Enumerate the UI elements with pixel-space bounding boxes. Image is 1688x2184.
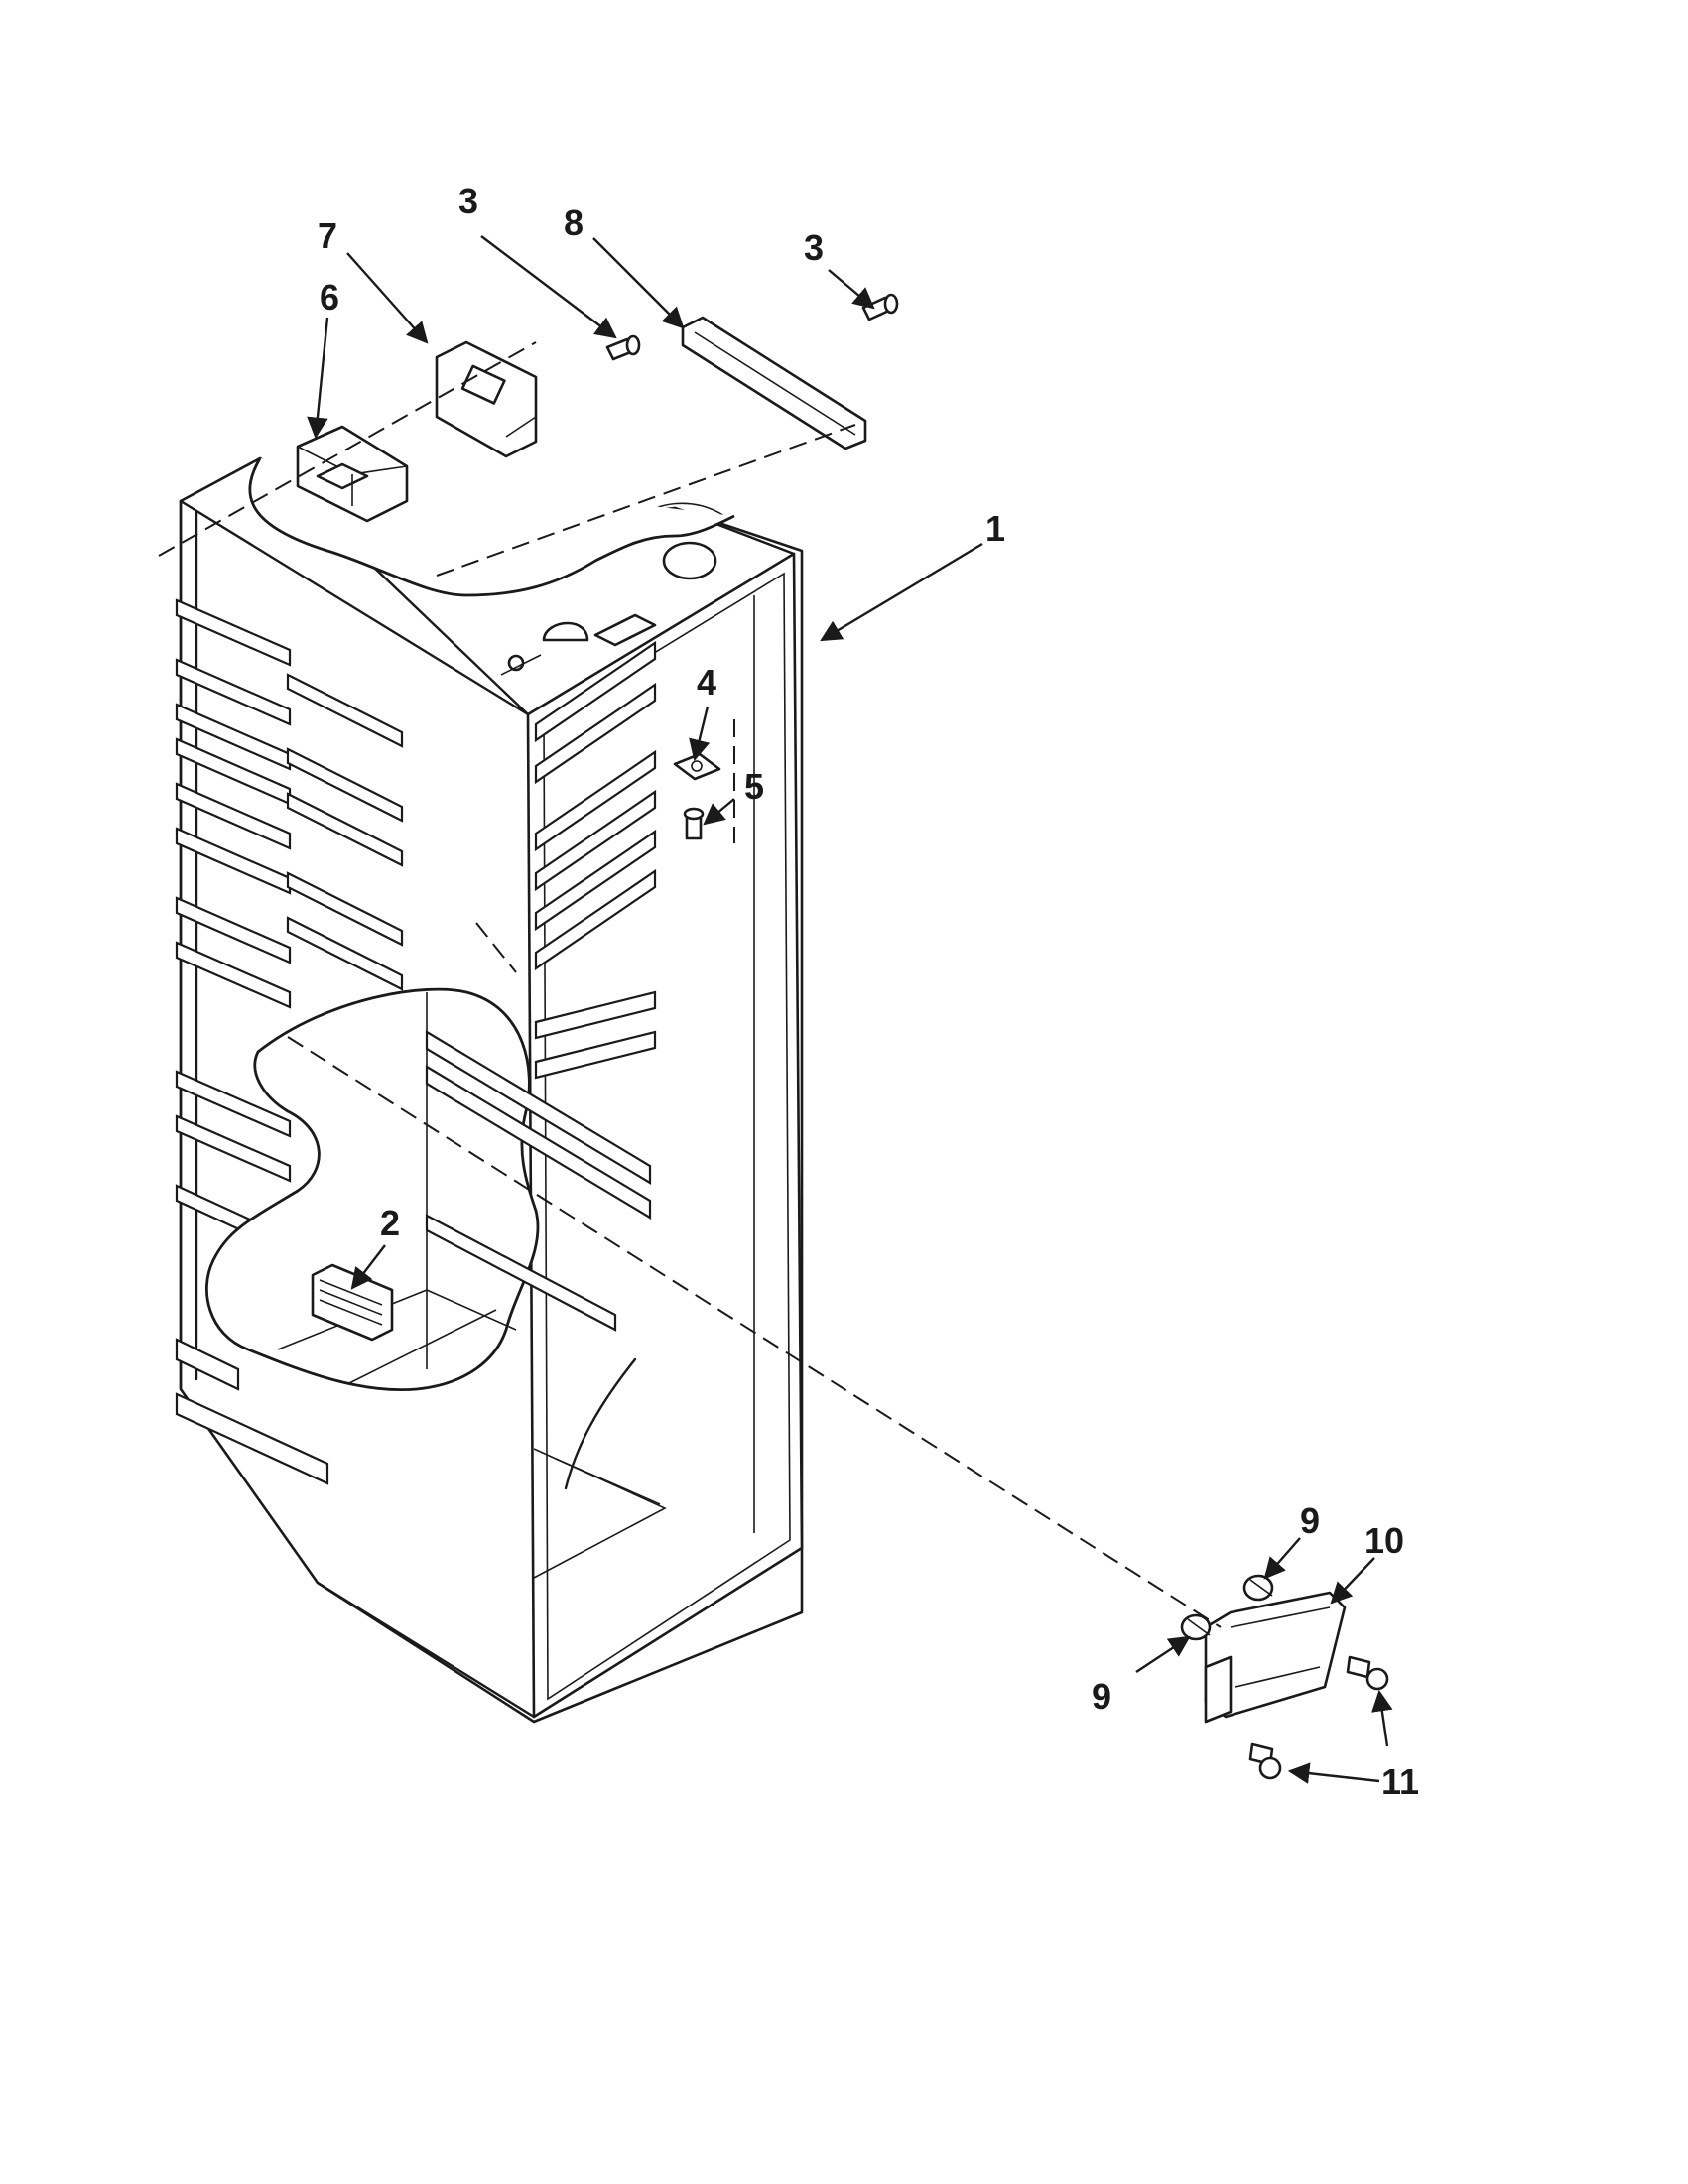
left-wall-shelf-ribs bbox=[175, 598, 329, 1485]
callout-6: 6 bbox=[320, 277, 339, 318]
callout-4: 4 bbox=[697, 662, 716, 703]
screw-part-3-left bbox=[605, 334, 641, 361]
screw-part-11-upper bbox=[1346, 1655, 1389, 1691]
callout-3-right: 3 bbox=[804, 227, 824, 268]
right-wall-shelf-rails bbox=[534, 640, 657, 1080]
screw-part-11-lower bbox=[1248, 1742, 1282, 1780]
control-housing-part-6 bbox=[296, 425, 409, 523]
callout-labels: 1 2 3 3 4 5 6 7 8 9 9 10 11 bbox=[318, 181, 1419, 1802]
callout-3-left: 3 bbox=[458, 181, 478, 221]
plug-part-9-lower bbox=[1180, 1613, 1212, 1641]
callout-8: 8 bbox=[564, 202, 584, 243]
callout-11: 11 bbox=[1381, 1761, 1419, 1802]
callout-2: 2 bbox=[380, 1203, 400, 1243]
back-wall-shelf-rails bbox=[286, 673, 404, 991]
callout-leaders bbox=[307, 235, 1393, 1784]
liner-interior-cutaway bbox=[205, 987, 652, 1392]
strip-part-8 bbox=[681, 316, 867, 450]
plug-part-9-upper bbox=[1242, 1574, 1274, 1602]
screw-part-5 bbox=[683, 807, 705, 840]
callout-5: 5 bbox=[744, 766, 764, 807]
screw-part-3-right bbox=[861, 293, 899, 321]
callout-1: 1 bbox=[985, 508, 1005, 549]
callout-9-upper: 9 bbox=[1300, 1500, 1320, 1541]
callout-7: 7 bbox=[318, 215, 337, 256]
callout-9-lower: 9 bbox=[1092, 1676, 1111, 1717]
bracket-part-7 bbox=[435, 340, 538, 458]
callout-10: 10 bbox=[1364, 1520, 1404, 1561]
cover-part-10 bbox=[1204, 1591, 1347, 1724]
assembly-guide-lines bbox=[158, 341, 1222, 1628]
